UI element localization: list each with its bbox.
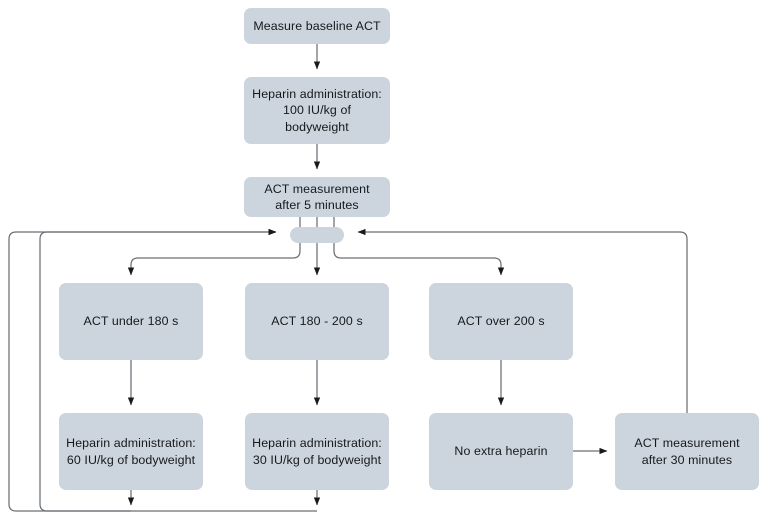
edge-junction-to-under180 (127, 243, 301, 276)
node-heparin-administration-60[interactable]: Heparin administration: 60 IU/kg of body… (59, 413, 203, 490)
node-no-extra-heparin[interactable]: No extra heparin (429, 413, 573, 490)
edge-junction-to-over200 (333, 243, 505, 276)
node-measure-baseline-act[interactable]: Measure baseline ACT (244, 8, 390, 44)
node-heparin-administration-100[interactable]: Heparin administration: 100 IU/kg of bod… (244, 77, 390, 144)
node-act-measurement-30-minutes[interactable]: ACT measurement after 30 minutes (615, 413, 759, 490)
node-act-measurement-5-minutes[interactable]: ACT measurement after 5 minutes (244, 177, 390, 217)
node-heparin-administration-30[interactable]: Heparin administration: 30 IU/kg of body… (245, 413, 389, 490)
node-act-180-to-200[interactable]: ACT 180 - 200 s (245, 283, 389, 360)
node-act-under-180[interactable]: ACT under 180 s (59, 283, 203, 360)
node-act-over-200[interactable]: ACT over 200 s (429, 283, 573, 360)
node-merge-junction[interactable] (290, 227, 344, 243)
